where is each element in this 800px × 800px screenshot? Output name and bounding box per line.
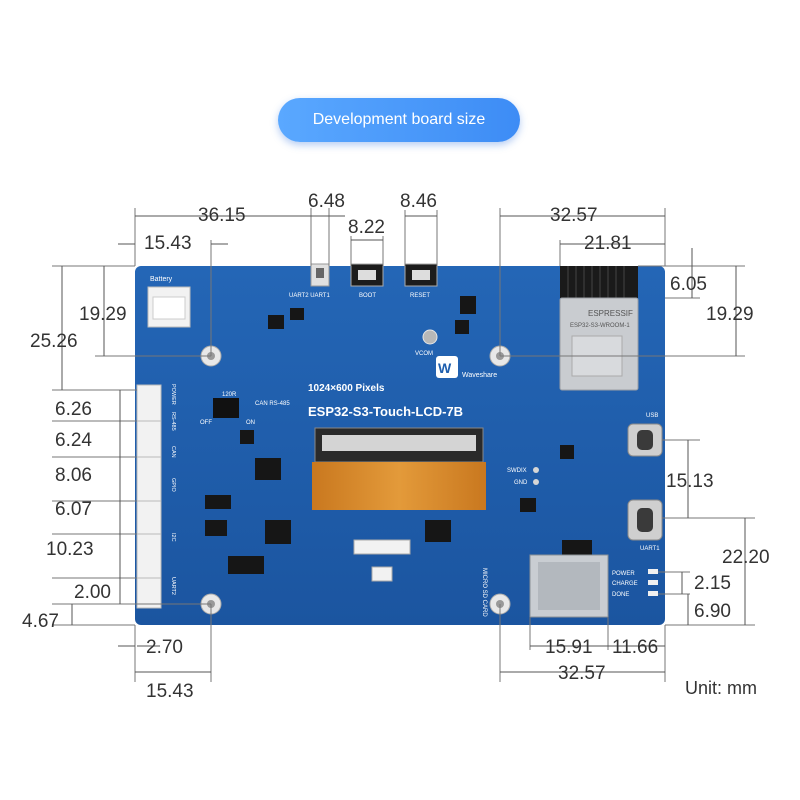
dim-19-29-right: 19.29: [706, 304, 754, 325]
fpc-ribbon: [312, 462, 486, 510]
dim-4-67: 4.67: [22, 611, 59, 632]
dim-32-57-top: 32.57: [550, 205, 598, 226]
sd-label: MICRO SD CARD: [481, 568, 487, 617]
vcom-pot: [422, 329, 438, 345]
boot-label: BOOT: [359, 293, 376, 299]
power-led-label: POWER: [612, 571, 635, 577]
dimension-values: 36.15 15.43 6.48 8.22 8.46 32.57 21.81 6…: [22, 191, 770, 702]
uart1-c-port: [627, 499, 663, 541]
dim-2-70: 2.70: [146, 637, 183, 658]
module-brand: ESPRESSIF: [588, 309, 633, 318]
vcom-label: VCOM: [415, 351, 433, 357]
swdix-label: SWDIX: [507, 468, 527, 474]
dim-21-81: 21.81: [584, 233, 632, 254]
dim-25-26: 25.26: [30, 331, 78, 352]
dim-15-13: 15.13: [666, 471, 714, 492]
dim-6-24: 6.24: [55, 430, 92, 451]
dim-11-66: 11.66: [612, 637, 658, 658]
dim-6-07: 6.07: [55, 499, 92, 520]
dim-36-15: 36.15: [198, 205, 246, 226]
charge-led-label: CHARGE: [612, 581, 638, 587]
terminal-switch: [213, 398, 239, 418]
battery-connector: [147, 286, 191, 328]
can-rs485-label: CAN RS-485: [255, 401, 290, 407]
resolution-label: 1024×600 Pixels: [308, 383, 385, 394]
dim-8-46: 8.46: [400, 191, 437, 212]
usb-label: USB: [646, 413, 658, 419]
r120-label: 120R: [222, 392, 237, 398]
dim-6-26: 6.26: [55, 399, 92, 420]
dim-8-06: 8.06: [55, 465, 92, 486]
uart-switch-label: UART2 UART1: [289, 293, 330, 299]
port-can-label: CAN: [170, 446, 176, 458]
esp32-module: ESPRESSIF ESP32-S3-WROOM-1: [559, 266, 639, 391]
side-connectors: [136, 384, 162, 609]
boot-button: [350, 263, 384, 287]
uart1-label: UART1: [640, 546, 660, 552]
port-i2c-label: I2C: [170, 533, 176, 542]
uart-switch: [310, 263, 330, 287]
dim-15-43-top: 15.43: [144, 233, 192, 254]
chips: [205, 296, 592, 574]
model-label: ESP32-S3-Touch-LCD-7B: [308, 404, 463, 419]
dim-22-20: 22.20: [722, 547, 770, 568]
usb-c-port: [627, 423, 663, 457]
port-rs485-label: RS-485: [170, 412, 176, 431]
small-connector: [353, 539, 411, 555]
on-label: ON: [246, 420, 255, 426]
port-uart2-label: UART2: [170, 577, 176, 595]
port-gpio-label: GPIO: [170, 478, 176, 492]
dim-2-15: 2.15: [694, 573, 731, 594]
dimension-lines: [52, 208, 755, 682]
unit-label: Unit: mm: [685, 678, 757, 698]
dim-19-29-left: 19.29: [79, 304, 127, 325]
dim-8-22: 8.22: [348, 217, 385, 238]
svg-text:W: W: [438, 360, 452, 376]
brand-label: Waveshare: [462, 372, 497, 379]
battery-label: Battery: [150, 276, 173, 283]
reset-label: RESET: [410, 293, 430, 299]
dim-32-57-bottom: 32.57: [558, 663, 606, 684]
dim-15-43-bottom: 15.43: [146, 681, 194, 702]
sd-card-slot: [529, 554, 609, 618]
reset-button: [404, 263, 438, 287]
dim-6-90: 6.90: [694, 601, 731, 622]
off-label: OFF: [200, 420, 212, 426]
dim-10-23: 10.23: [46, 539, 94, 560]
dim-15-91: 15.91: [545, 637, 593, 658]
gnd-label: GND: [514, 480, 528, 486]
dim-6-48: 6.48: [308, 191, 345, 212]
waveshare-logo: W: [436, 356, 458, 378]
module-name: ESP32-S3-WROOM-1: [570, 323, 630, 329]
dim-6-05: 6.05: [670, 274, 707, 295]
port-power-label: POWER: [170, 384, 176, 405]
dim-2-00: 2.00: [74, 582, 111, 603]
done-led-label: DONE: [612, 592, 629, 598]
status-leds: [648, 569, 658, 596]
title-pill: Development board size: [278, 98, 520, 142]
